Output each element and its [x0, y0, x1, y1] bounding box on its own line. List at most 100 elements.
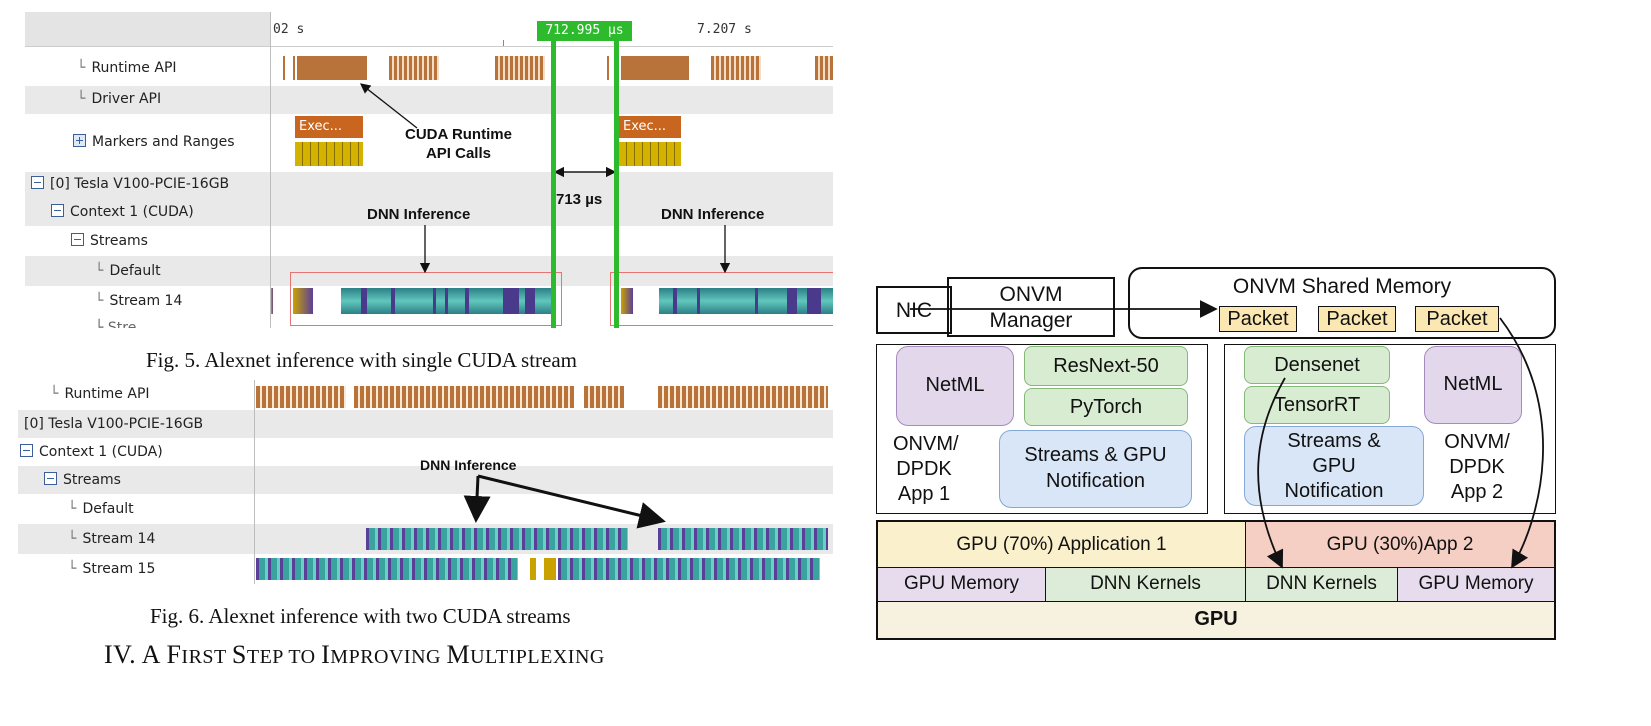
onvm-manager-box: ONVM Manager [947, 277, 1115, 337]
kernel-mark [755, 288, 758, 314]
fig5-ruler-right: 7.207 s [697, 22, 752, 37]
fig5-row-driver-api: └Driver API [77, 91, 162, 107]
fig5-row-default: └Default [95, 263, 161, 279]
fig6-row-runtime-api: └Runtime API [50, 386, 150, 402]
dnn-kernels-2: DNN Kernels [1246, 568, 1398, 602]
timeline-segment [658, 528, 828, 550]
app2-netml: NetML [1424, 346, 1522, 424]
fig6-arrows [463, 474, 666, 529]
timeline-segment [283, 56, 285, 80]
gpu-app1-partition: GPU (70%) Application 1 [878, 522, 1246, 568]
collapse-icon[interactable] [71, 233, 84, 246]
fig5-row-runtime-api: └Runtime API [77, 60, 177, 76]
kernel-mark [433, 288, 436, 314]
section-heading: IV. A FIRST STEP TO IMPROVING MULTIPLEXI… [104, 640, 605, 669]
gpu-memory-1: GPU Memory [878, 568, 1046, 602]
fig5-arrows [359, 83, 731, 274]
fig5-caption: Fig. 5. Alexnet inference with single CU… [146, 348, 578, 372]
gpu-app2-partition: GPU (30%)App 2 [1246, 522, 1554, 568]
collapse-icon[interactable] [51, 204, 64, 217]
timeline-segment [389, 56, 439, 80]
app2-box [1224, 344, 1556, 514]
kernel-mark [361, 288, 367, 314]
packet-3: Packet [1415, 306, 1499, 332]
app1-model: ResNext-50 [1024, 346, 1188, 386]
fig5-row-stream14: └Stream 14 [95, 293, 183, 309]
timeline-segment [530, 558, 536, 580]
kernel-mark [503, 288, 519, 314]
kernel-mark [697, 288, 700, 314]
fig5-annotation-dnn-1: DNN Inference [367, 206, 471, 223]
fig6-row-stream14: └Stream 14 [68, 531, 156, 547]
fig6-caption: Fig. 6. Alexnet inference with two CUDA … [150, 604, 571, 628]
fig5-marker-block-1 [295, 142, 363, 166]
timeline-segment [293, 288, 313, 314]
timeline-segment [621, 288, 633, 314]
shared-memory-box: ONVM Shared Memory [1128, 267, 1556, 339]
timeline-segment [256, 558, 518, 580]
timeline-segment [544, 558, 556, 580]
nic-box: NIC [876, 286, 952, 334]
gpu-label: GPU [1194, 608, 1238, 630]
fig6-row-streams[interactable]: Streams [44, 472, 121, 488]
timeline-segment [659, 288, 833, 314]
fig6-row-default: └Default [68, 501, 134, 517]
fig5-row-streams[interactable]: Streams [71, 233, 148, 249]
collapse-icon[interactable] [44, 472, 57, 485]
kernel-mark [391, 288, 395, 314]
timeline-segment [584, 386, 624, 408]
fig6-row-tesla: [0] Tesla V100-PCIE-16GB [24, 416, 204, 432]
diagram-arrows [910, 300, 1544, 569]
timeline-segment [658, 386, 828, 408]
kernel-mark [787, 288, 797, 314]
timeline-segment [815, 56, 833, 80]
fig6-row-context[interactable]: Context 1 (CUDA) [20, 444, 163, 460]
app2-model: Densenet [1244, 346, 1390, 384]
app1-box [876, 344, 1208, 514]
fig5-ruler-left: 02 s [273, 22, 305, 37]
packet-2: Packet [1318, 306, 1396, 332]
collapse-icon[interactable] [31, 176, 44, 189]
kernel-mark [673, 288, 677, 314]
fig5-marker-block-2 [619, 142, 681, 166]
fig5-cursor-left [551, 30, 556, 328]
fig5-row-context[interactable]: Context 1 (CUDA) [51, 204, 194, 220]
timeline-segment [293, 56, 295, 80]
timeline-segment [495, 56, 545, 80]
timeline-segment [297, 56, 367, 80]
timeline-segment [607, 56, 609, 80]
fig5-cursor-label: 712.995 µs [537, 21, 632, 41]
kernel-mark [445, 288, 448, 314]
fig6-row-stream15: └Stream 15 [68, 561, 156, 577]
fig5-exec-block-2: Exec... [619, 116, 681, 138]
collapse-icon[interactable] [20, 444, 33, 457]
app1-framework: PyTorch [1024, 388, 1188, 426]
expand-icon[interactable] [73, 134, 86, 147]
kernel-mark [465, 288, 469, 314]
gpu-memory-2: GPU Memory [1398, 568, 1554, 602]
timeline-segment [366, 528, 628, 550]
kernel-mark [525, 288, 535, 314]
fig6-profiler-timeline: └Runtime API [0] Tesla V100-PCIE-16GB Co… [18, 380, 833, 584]
timeline-segment [558, 558, 820, 580]
fig5-exec-block-1: Exec... [295, 116, 363, 138]
app2-framework: TensorRT [1244, 386, 1390, 424]
packet-1: Packet [1219, 306, 1297, 332]
timeline-segment [256, 386, 346, 408]
fig5-row-tesla[interactable]: [0] Tesla V100-PCIE-16GB [31, 176, 229, 192]
timeline-segment [354, 386, 574, 408]
fig5-row-markers[interactable]: Markers and Ranges [73, 134, 235, 150]
fig5-cursor-right [614, 30, 619, 328]
timeline-segment [621, 56, 689, 80]
timeline-segment [271, 288, 273, 314]
dnn-kernels-1: DNN Kernels [1046, 568, 1246, 602]
fig5-annotation-gap: 713 µs [556, 191, 603, 208]
app1-netml: NetML [896, 346, 1014, 426]
fig5-annotation-dnn-2: DNN Inference [661, 206, 765, 223]
fig6-annotation-dnn: DNN Inference [420, 457, 517, 473]
